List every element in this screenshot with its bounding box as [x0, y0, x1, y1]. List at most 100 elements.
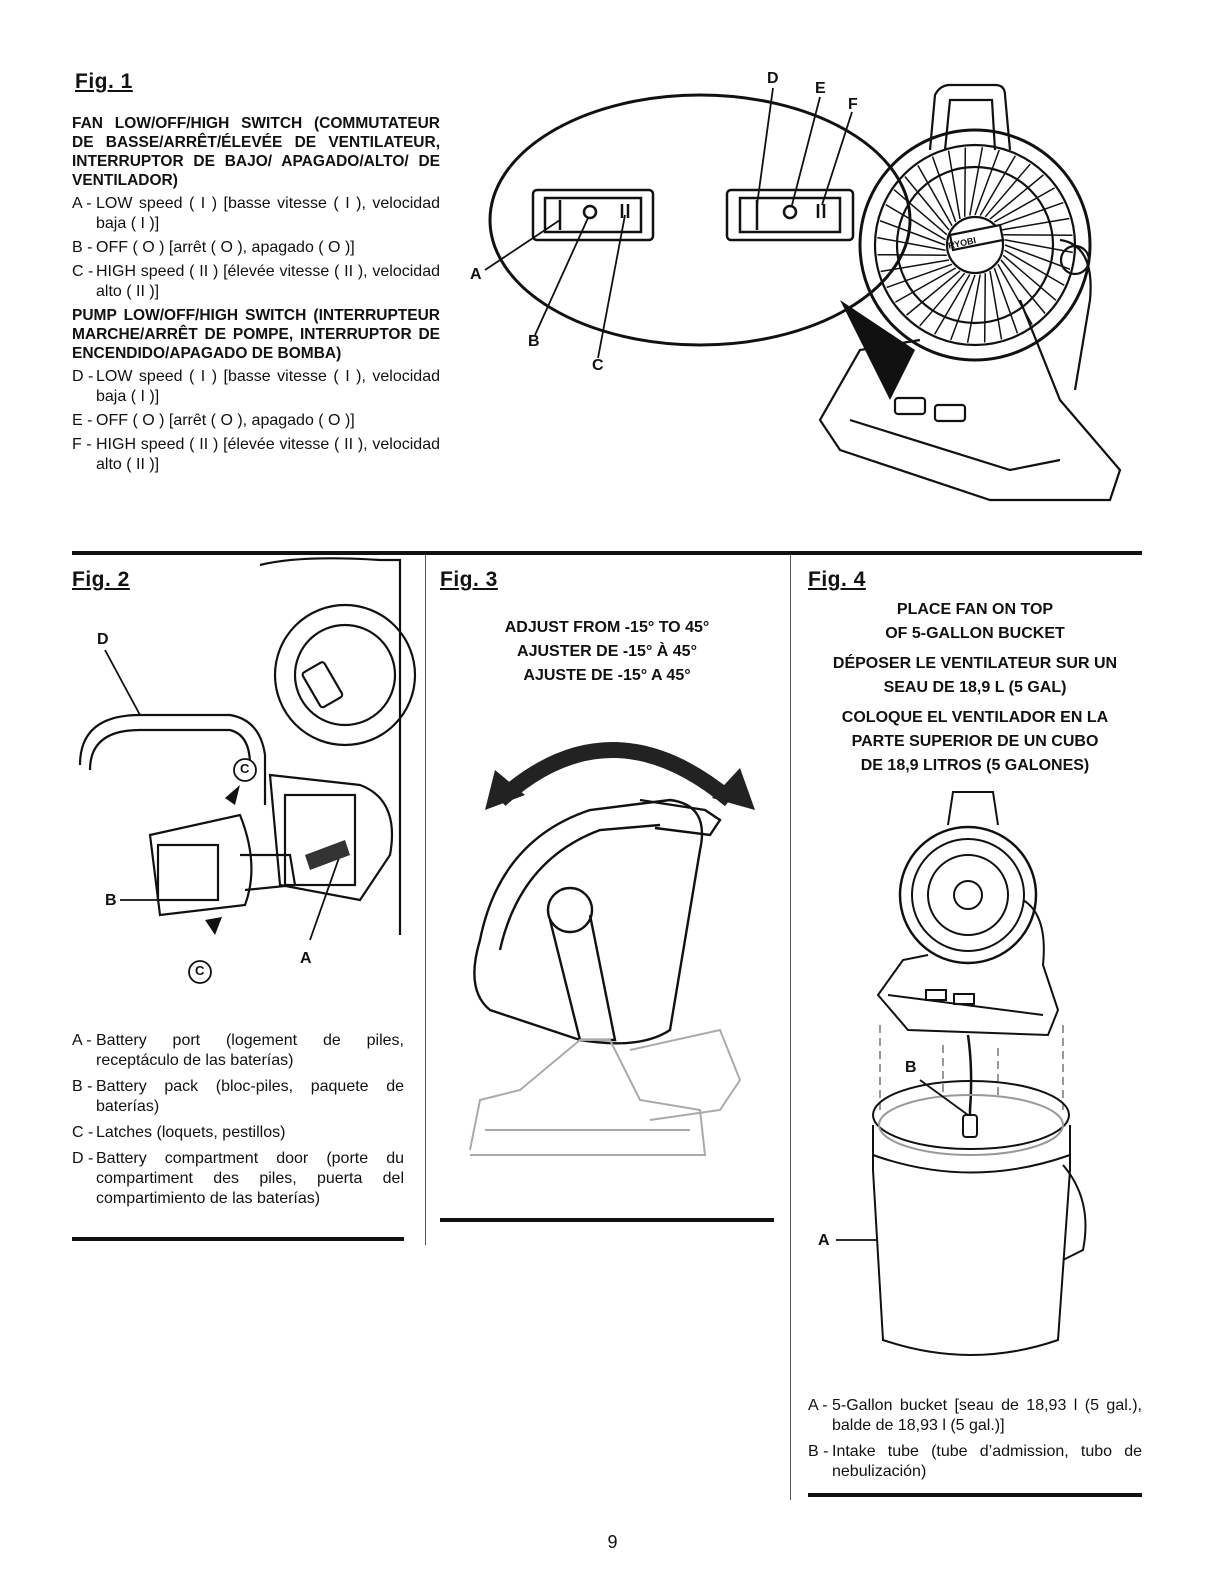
fig3-instructions: ADJUST FROM -15° TO 45° AJUSTER DE -15° …	[440, 616, 774, 688]
fan-fin	[993, 187, 1055, 223]
fig2-item-c: C -Latches (loquets, pestillos)	[72, 1124, 286, 1141]
fan-fin	[1003, 233, 1073, 237]
fig2-callout-d: D	[97, 631, 109, 648]
fan-fin	[879, 220, 946, 246]
fig1-callout-d: D	[767, 70, 779, 87]
col-divider-1	[425, 555, 426, 1245]
switch-zoom-ellipse	[488, 93, 912, 347]
fan-fin	[877, 236, 946, 251]
fig4-callout-b: B	[905, 1059, 917, 1076]
fan-fin	[1004, 239, 1073, 254]
fan-switch	[531, 188, 655, 242]
col-divider-2	[790, 555, 791, 1500]
fan-fin	[1004, 249, 1065, 287]
fan-fin	[1000, 217, 1070, 231]
fig4-callout-a: A	[818, 1232, 830, 1249]
fig4-item-b: B -Intake tube (tube d’admission, tubo d…	[808, 1443, 1142, 1480]
fan-fin	[886, 263, 953, 289]
fig4-illustration	[836, 791, 1087, 1356]
fig4-item-a: A -5-Gallon bucket [seau de 18,93 l (5 g…	[808, 1397, 1142, 1434]
page-number: 9	[607, 1532, 618, 1552]
fan-fin	[933, 274, 971, 335]
fig1-illustration	[484, 83, 1122, 502]
fig2-item-a: A -Battery port (logement de piles, rece…	[72, 1032, 404, 1069]
fig1-item-d: D -LOW speed ( I ) [basse vitesse ( I ),…	[72, 368, 440, 405]
fig1-item-f: F -HIGH speed ( II ) [élevée vitesse ( I…	[72, 436, 440, 473]
fan-fin	[984, 163, 1031, 218]
arrow-right-icon	[712, 768, 755, 810]
fig1-item-b: B -OFF ( O ) [arrêt ( O ), apagado ( O )…	[72, 239, 355, 256]
fig1-callout-f: F	[848, 96, 858, 113]
fan-fin	[877, 253, 947, 257]
pump-switch	[725, 188, 855, 242]
fan-fin	[979, 155, 1017, 216]
fig2-bottom-rule	[72, 1237, 404, 1241]
fan-fin	[950, 274, 976, 341]
fan-illustration	[818, 83, 1122, 502]
fan-fin	[895, 267, 957, 303]
fig4-line-2: OF 5-GALLON BUCKET	[885, 625, 1065, 642]
fan-fin	[919, 272, 966, 327]
fig1-legend: FAN LOW/OFF/HIGH SWITCH (COMMUTATEUR DE …	[72, 114, 440, 475]
fig1-item-e: E -OFF ( O ) [arrêt ( O ), apagado ( O )…	[72, 412, 355, 429]
fig3-line-1: ADJUST FROM -15° TO 45°	[504, 619, 710, 636]
pump-switch-heading: PUMP LOW/OFF/HIGH SWITCH (INTERRUPTEUR M…	[72, 307, 440, 362]
fig1-item-c: C -HIGH speed ( II ) [élevée vitesse ( I…	[72, 263, 440, 300]
fig4-line-1: PLACE FAN ON TOP	[896, 601, 1054, 618]
fig4-line-6: PARTE SUPERIOR DE UN CUBO	[851, 733, 1099, 750]
fig1-callout-c: C	[592, 357, 604, 374]
fan-fin	[983, 273, 987, 343]
fan-fin	[906, 270, 961, 316]
fan-switch-heading: FAN LOW/OFF/HIGH SWITCH (COMMUTATEUR DE …	[72, 115, 440, 189]
fig4-line-7: DE 18,9 LITROS (5 GALONES)	[860, 757, 1090, 774]
fig4-line-4: SEAU DE 18,9 L (5 GAL)	[883, 679, 1067, 696]
fig1-callout-b: B	[528, 333, 540, 350]
fig1-item-a: A -LOW speed ( I ) [basse vitesse ( I ),…	[72, 195, 440, 232]
fig1-callout-e: E	[815, 80, 826, 97]
fig4-legend: A -5-Gallon bucket [seau de 18,93 l (5 g…	[808, 1396, 1142, 1482]
fig4-instructions: PLACE FAN ON TOP OF 5-GALLON BUCKET DÉPO…	[808, 598, 1142, 778]
fan-fin	[917, 165, 953, 227]
fig3-illustration	[469, 742, 755, 1156]
fig2-item-b: B -Battery pack (bloc-piles, paquete de …	[72, 1078, 404, 1115]
fan-fin	[993, 267, 1019, 334]
fig2-callout-c-top: C	[240, 761, 250, 776]
fig2-item-d: D -Battery compartment door (porte du co…	[72, 1150, 404, 1207]
fig3-title: Fig. 3	[440, 568, 498, 591]
fan-grille-lines	[877, 147, 1073, 343]
fan-fin	[893, 189, 948, 236]
fig3-bottom-rule	[440, 1218, 774, 1222]
rotation-arc	[494, 742, 736, 807]
fig4-title: Fig. 4	[808, 568, 866, 591]
fan-fin	[963, 147, 967, 217]
fig2-callout-a: A	[300, 950, 312, 967]
fig2-illustration	[78, 557, 417, 984]
fan-fin	[966, 274, 981, 343]
fan-fin	[885, 203, 946, 241]
fan-fin	[997, 201, 1064, 227]
fig1-callout-a: A	[470, 266, 482, 283]
fan-fin	[997, 263, 1033, 325]
fan-fin	[974, 149, 1000, 216]
fan-fin	[1004, 244, 1071, 270]
fan-fin	[1002, 254, 1057, 301]
arrow-left-icon	[485, 770, 525, 810]
fig2-title: Fig. 2	[72, 568, 130, 591]
fan-fin	[989, 174, 1044, 220]
fig3-line-2: AJUSTER DE -15° À 45°	[517, 643, 697, 660]
fan-fin	[989, 270, 1003, 340]
fig4-line-3: DÉPOSER LE VENTILATEUR SUR UN	[832, 655, 1118, 672]
fig4-bottom-rule	[808, 1493, 1142, 1497]
zoom-connector	[840, 300, 915, 400]
fan-fin	[880, 259, 950, 273]
fan-fin	[969, 147, 984, 216]
fig1-title: Fig. 1	[75, 70, 133, 93]
top-section-divider	[72, 551, 1142, 555]
fan-fin	[947, 150, 961, 220]
fig4-line-5: COLOQUE EL VENTILADOR EN LA	[841, 709, 1109, 726]
fan-fin	[904, 176, 950, 231]
fan-fin	[1000, 259, 1046, 314]
fig2-legend: A -Battery port (logement de piles, rece…	[72, 1031, 404, 1209]
fig2-callout-b: B	[105, 892, 117, 909]
fan-fin	[931, 156, 957, 223]
